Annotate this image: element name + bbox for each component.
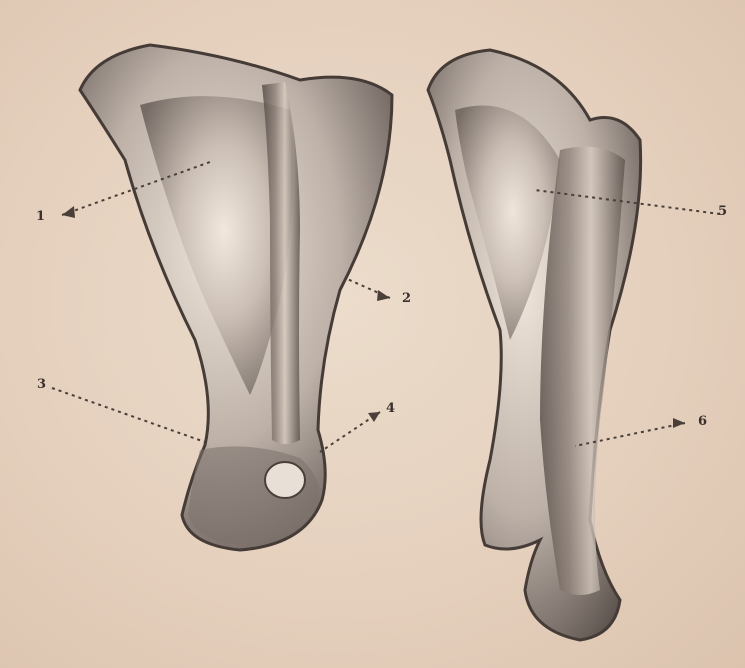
callout-2: 2 <box>402 292 411 305</box>
left-bone-tubercle <box>265 462 305 498</box>
left-bone <box>80 45 392 550</box>
callout-3: 3 <box>37 378 46 391</box>
leader-line-3 <box>52 388 205 442</box>
right-bone-shaft <box>540 147 625 595</box>
callout-1: 1 <box>36 210 45 223</box>
callout-4: 4 <box>386 402 395 415</box>
arrowhead-2 <box>377 290 390 301</box>
callout-5: 5 <box>718 205 727 218</box>
arrowhead-6 <box>673 418 685 428</box>
arrowhead-1 <box>62 206 75 218</box>
arrowhead-4 <box>368 412 380 422</box>
callout-6: 6 <box>698 415 707 428</box>
right-bone <box>428 50 641 640</box>
leader-line-4 <box>320 412 380 452</box>
